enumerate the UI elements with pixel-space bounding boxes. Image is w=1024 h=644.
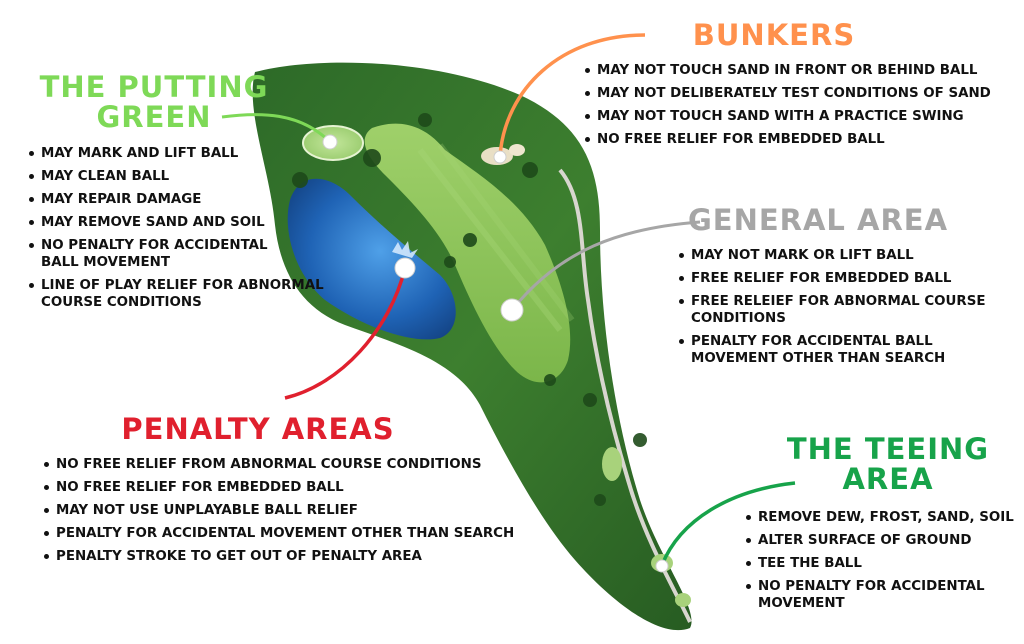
rule-item: MAY CLEAN BALL (28, 168, 358, 185)
rule-item: MAY REMOVE SAND AND SOIL (28, 214, 358, 231)
bunkers-ball-marker (493, 150, 507, 164)
rule-item: MAY NOT USE UNPLAYABLE BALL RELIEF (43, 502, 563, 519)
general-area-rules-list: MAY NOT MARK OR LIFT BALL FREE RELIEF FOR… (678, 247, 1018, 367)
rule-item-line: MOVEMENT (758, 595, 845, 611)
rule-item: MAY NOT DELIBERATELY TEST CONDITIONS OF … (584, 85, 1014, 102)
putting-green-section: THE PUTTING GREEN MAY MARK AND LIFT BALL… (28, 72, 358, 317)
teeing-area-heading-line1: THE TEEING (786, 432, 990, 466)
putting-green-rules-list: MAY MARK AND LIFT BALL MAY CLEAN BALL MAY … (28, 145, 358, 311)
bunkers-heading: BUNKERS (692, 18, 856, 52)
palm-trees (292, 113, 647, 506)
rough-area (252, 62, 692, 631)
putting-green-callout-line (221, 113, 332, 144)
bunkers-rules-list: MAY NOT TOUCH SAND IN FRONT OR BEHIND BA… (584, 62, 1014, 148)
rule-item-line: CONDITIONS (691, 311, 786, 327)
rule-item: PENALTY STROKE TO GET OUT OF PENALTY ARE… (43, 548, 563, 565)
putting-green-heading-line1: THE PUTTING (39, 70, 269, 104)
teeing-area-ball-marker (655, 559, 669, 573)
rule-item: REMOVE DEW, FROST, SAND, SOIL (745, 509, 1024, 526)
penalty-areas-rules-list: NO FREE RELIEF FROM ABNORMAL COURSE COND… (43, 456, 563, 565)
general-area-heading: GENERAL AREA (687, 203, 949, 237)
rule-item-line: BALL MOVEMENT (41, 254, 170, 270)
rule-item: TEE THE BALL (745, 555, 1024, 572)
teeing-area-callout-line (660, 481, 796, 566)
rule-item: NO FREE RELIEF FROM ABNORMAL COURSE COND… (43, 456, 563, 473)
rule-item: FREE RELIEF FOR EMBEDDED BALL (678, 270, 1018, 287)
water-hazard (287, 178, 456, 340)
teeing-ground (602, 447, 622, 481)
penalty-areas-section: PENALTY AREAS NO FREE RELIEF FROM ABNORM… (43, 414, 563, 571)
rule-item-line: MOVEMENT OTHER THAN SEARCH (691, 351, 946, 367)
rule-item: NO FREE RELIEF FOR EMBEDDED BALL (43, 479, 563, 496)
teeing-area-heading: THE TEEING AREA (763, 434, 1013, 495)
bunkers-callout-line (498, 33, 646, 157)
rule-item: MAY MARK AND LIFT BALL (28, 145, 358, 162)
teeing-area-rules-list: REMOVE DEW, FROST, SAND, SOIL ALTER SURFA… (745, 509, 1024, 612)
teeing-area-heading-line2: AREA (842, 462, 934, 497)
putting-green-ball-marker (322, 134, 338, 150)
general-area-ball-marker (500, 298, 524, 322)
penalty-areas-heading: PENALTY AREAS (121, 412, 395, 446)
rule-item: PENALTY FOR ACCIDENTAL MOVEMENT OTHER TH… (43, 525, 563, 542)
penalty-areas-ball-marker (394, 257, 416, 279)
rule-item-line: FREE RELEIEF FOR ABNORMAL COURSE (691, 294, 986, 310)
putting-green-heading-line2: GREEN (96, 100, 212, 135)
teeing-area-section: THE TEEING AREA REMOVE DEW, FROST, SAND,… (745, 434, 1024, 618)
rule-item: MAY NOT MARK OR LIFT BALL (678, 247, 1018, 264)
rule-item-line: COURSE CONDITIONS (41, 294, 202, 310)
rule-item-line: LINE OF PLAY RELIEF FOR ABNORMAL (41, 277, 324, 293)
rule-item-line: NO PENALTY FOR ACCIDENTAL (41, 237, 268, 253)
rule-item: NO FREE RELIEF FOR EMBEDDED BALL (584, 131, 1014, 148)
putting-green-heading: THE PUTTING GREEN (28, 72, 280, 133)
rule-item: ALTER SURFACE OF GROUND (745, 532, 1024, 549)
penalty-areas-callout-line (284, 267, 407, 400)
rule-item-line: PENALTY FOR ACCIDENTAL BALL (691, 334, 933, 350)
general-area-callout-line (510, 220, 701, 311)
rule-item: MAY NOT TOUCH SAND WITH A PRACTICE SWING (584, 108, 1014, 125)
bunkers-section: BUNKERS MAY NOT TOUCH SAND IN FRONT OR B… (584, 20, 1014, 154)
rule-item: MAY REPAIR DAMAGE (28, 191, 358, 208)
general-area-section: GENERAL AREA MAY NOT MARK OR LIFT BALL FR… (678, 205, 1018, 373)
rule-item: MAY NOT TOUCH SAND IN FRONT OR BEHIND BA… (584, 62, 1014, 79)
rule-item-line: NO PENALTY FOR ACCIDENTAL (758, 578, 985, 594)
water-splash (392, 241, 418, 258)
